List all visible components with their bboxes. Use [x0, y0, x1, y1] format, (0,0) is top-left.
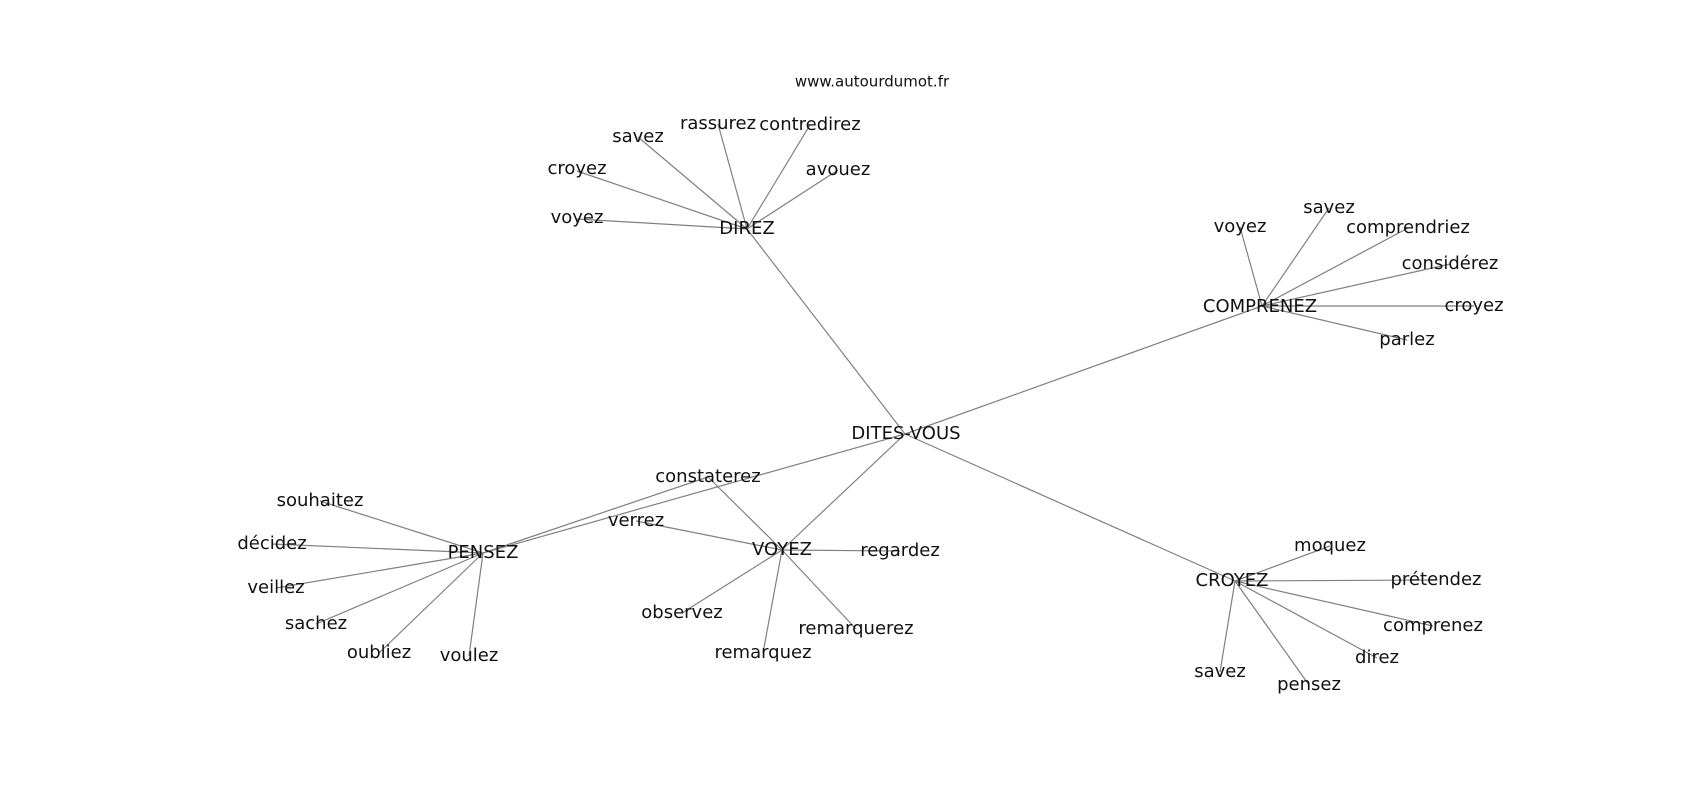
node-word-croyez-moquez[interactable]: moquez	[1294, 535, 1366, 556]
node-hub-direz[interactable]: DIREZ	[719, 218, 774, 239]
edge-comprenez-parlez	[1261, 305, 1408, 341]
edge-voyez-observez	[681, 549, 783, 614]
edge-center-voyez	[781, 433, 906, 551]
edge-center-comprenez	[904, 305, 1263, 435]
edge-comprenez-voyez	[1239, 226, 1263, 307]
edge-pensez-sachez	[315, 552, 484, 625]
node-word-voyez-verrez[interactable]: verrez	[608, 510, 664, 531]
node-word-croyez-savez[interactable]: savez	[1194, 661, 1246, 682]
edge-voyez-constaterez	[707, 476, 783, 551]
node-hub-croyez[interactable]: CROYEZ	[1196, 570, 1269, 591]
edge-croyez-savez	[1219, 580, 1236, 673]
edge-direz-contredirez	[746, 124, 811, 230]
node-hub-voyez[interactable]: VOYEZ	[752, 539, 812, 560]
edges	[271, 123, 1474, 686]
node-word-pensez-decidez[interactable]: décidez	[237, 533, 306, 554]
node-word-comprenez-voyez[interactable]: voyez	[1214, 216, 1267, 237]
node-word-voyez-observez[interactable]: observez	[641, 602, 722, 623]
node-word-voyez-regardez[interactable]: regardez	[860, 540, 940, 561]
node-word-pensez-souhaitez[interactable]: souhaitez	[277, 490, 364, 511]
node-word-direz-contredirez[interactable]: contredirez	[759, 114, 860, 135]
node-word-pensez-sachez[interactable]: sachez	[285, 613, 347, 634]
node-word-croyez-pretendez[interactable]: prétendez	[1391, 569, 1482, 590]
edge-comprenez-considerez	[1261, 263, 1451, 307]
node-word-comprenez-croyez[interactable]: croyez	[1444, 295, 1503, 316]
node-word-direz-voyez[interactable]: voyez	[551, 207, 604, 228]
edge-center-pensez	[482, 433, 906, 554]
node-word-comprenez-savez[interactable]: savez	[1303, 197, 1355, 218]
edge-pensez-voulez	[468, 552, 484, 657]
edge-comprenez-savez	[1261, 207, 1330, 307]
node-word-croyez-direz[interactable]: direz	[1355, 647, 1399, 668]
edge-croyez-pensez	[1234, 580, 1310, 686]
edge-croyez-moquez	[1234, 545, 1331, 582]
node-word-direz-savez[interactable]: savez	[612, 126, 664, 147]
node-word-pensez-voulez[interactable]: voulez	[440, 645, 499, 666]
node-word-voyez-remarquez[interactable]: remarquez	[714, 642, 811, 663]
node-center-dites-vous[interactable]: DITES-VOUS	[851, 423, 960, 444]
edge-croyez-pretendez	[1234, 579, 1437, 582]
edge-voyez-regardez	[781, 549, 901, 552]
edge-center-croyez	[904, 433, 1236, 582]
node-word-croyez-pensez[interactable]: pensez	[1277, 674, 1341, 695]
node-word-direz-avouez[interactable]: avouez	[806, 159, 871, 180]
node-word-croyez-comprenez[interactable]: comprenez	[1383, 615, 1483, 636]
edge-pensez-oubliez	[378, 552, 484, 654]
node-word-comprenez-comprendriez[interactable]: comprendriez	[1346, 217, 1470, 238]
node-word-voyez-remarquerez[interactable]: remarquerez	[798, 618, 913, 639]
edge-extra-0	[482, 476, 709, 554]
node-word-voyez-constaterez[interactable]: constaterez	[655, 466, 760, 487]
edge-pensez-souhaitez	[319, 500, 484, 554]
edge-direz-rassurez	[717, 123, 748, 230]
edge-direz-croyez	[576, 170, 748, 230]
node-word-comprenez-considerez[interactable]: considérez	[1402, 253, 1499, 274]
edge-croyez-direz	[1234, 580, 1378, 659]
node-word-pensez-veillez[interactable]: veillez	[247, 577, 304, 598]
edge-direz-voyez	[576, 218, 748, 230]
node-word-comprenez-parlez[interactable]: parlez	[1379, 329, 1434, 350]
node-hub-comprenez[interactable]: COMPRENEZ	[1203, 296, 1317, 317]
edge-direz-avouez	[746, 169, 839, 230]
node-hub-pensez[interactable]: PENSEZ	[448, 542, 519, 563]
edge-voyez-remarquez	[762, 549, 783, 654]
edge-voyez-verrez	[635, 520, 783, 551]
node-word-pensez-oubliez[interactable]: oubliez	[347, 642, 411, 663]
edge-comprenez-comprendriez	[1261, 227, 1409, 307]
node-word-direz-rassurez[interactable]: rassurez	[680, 113, 756, 134]
edge-pensez-decidez	[271, 543, 484, 554]
edge-direz-savez	[637, 136, 748, 230]
edge-voyez-remarquerez	[781, 549, 857, 630]
edge-croyez-comprenez	[1234, 580, 1434, 627]
edge-pensez-veillez	[275, 552, 484, 589]
node-word-direz-croyez[interactable]: croyez	[547, 158, 606, 179]
edge-center-direz	[746, 228, 906, 435]
labels: www.autourdumot.fr DITES-VOUS DIREZ voyez c…	[237, 73, 1503, 696]
site-url[interactable]: www.autourdumot.fr	[795, 73, 950, 91]
